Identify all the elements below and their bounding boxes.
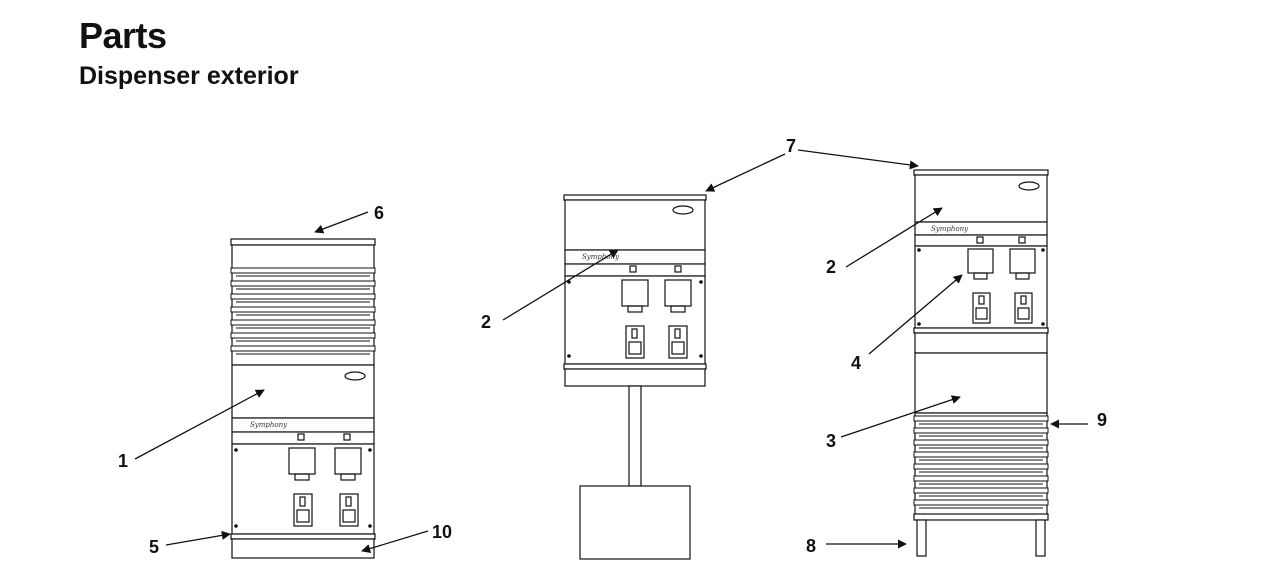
lower-housing [564,368,706,387]
script-logo: Symphony [931,225,969,233]
drain-tray [563,363,707,370]
unit-center [563,194,707,560]
pedestal-base [579,485,691,560]
dispense-panel [564,275,706,365]
louvers [913,415,1049,509]
drain-tray [913,327,1049,334]
mounting-column [628,385,642,487]
leg [1035,519,1046,557]
unit-right [913,169,1049,557]
brand-badge [344,371,366,381]
push-pad [1014,292,1033,324]
drain-tray [230,533,376,540]
brand-badge [1018,181,1040,191]
top-cover [230,238,376,246]
dispense-panel [231,443,375,535]
callout-9: 9 [1097,410,1107,430]
push-pad [339,493,359,527]
brand-badge [672,205,694,215]
callout-5: 5 [149,537,159,557]
push-pad [668,325,688,359]
push-pad [972,292,991,324]
callout-3: 3 [826,431,836,451]
callout-2-right: 2 [826,257,836,277]
base [231,538,375,559]
top-cover [563,194,707,201]
push-pad [293,493,313,527]
louvers [230,267,376,355]
callout-2-center: 2 [481,312,491,332]
callout-1: 1 [118,451,128,471]
script-logo: Symphony [582,253,620,261]
callout-8: 8 [806,536,816,556]
front-top-panel [564,199,706,251]
callout-6: 6 [374,203,384,223]
unit-left [230,238,376,559]
front-top-panel [231,364,375,419]
script-logo: Symphony [250,421,288,429]
callout-10: 10 [432,522,452,542]
page-subtitle: Dispenser exterior [79,62,299,90]
callout-arrows [134,149,1088,553]
leg [916,519,927,557]
callout-7: 7 [786,136,796,156]
top-cover [913,169,1049,176]
page-title: Parts [79,15,167,56]
dispense-panel [914,245,1048,329]
callout-4: 4 [851,353,861,373]
push-pad [625,325,645,359]
storage-front-panel [914,352,1048,414]
